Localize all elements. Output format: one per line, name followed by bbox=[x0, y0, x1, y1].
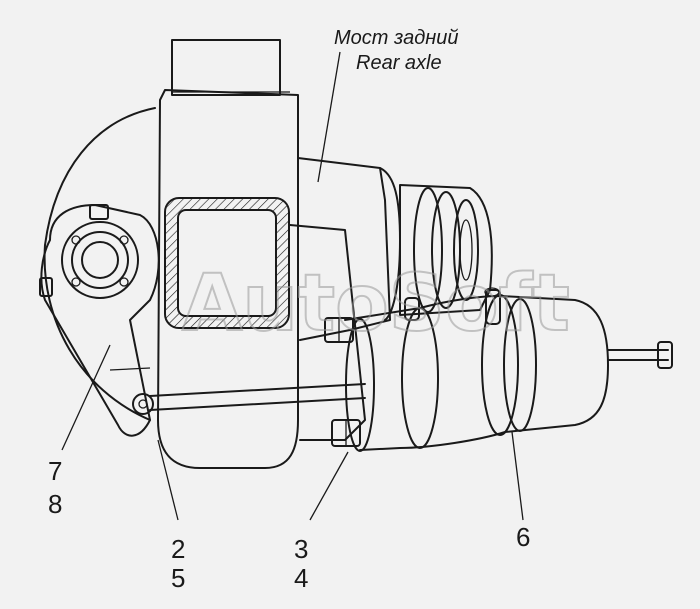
axle-housing bbox=[297, 157, 391, 341]
axle-beam-top bbox=[171, 39, 281, 96]
callout-3: 3 bbox=[294, 534, 308, 564]
callout-7: 7 bbox=[48, 456, 62, 486]
axle-label-ru: Мост задний bbox=[334, 27, 459, 49]
slack-adjuster bbox=[39, 204, 160, 437]
connecting-rod bbox=[132, 383, 366, 415]
callout-8: 8 bbox=[48, 489, 62, 519]
axle-beam bbox=[157, 89, 299, 469]
brake-chamber bbox=[344, 287, 609, 452]
callout-4: 4 bbox=[294, 563, 308, 593]
leader-axle bbox=[317, 51, 341, 183]
callout-6: 6 bbox=[516, 522, 530, 552]
mounting-bracket bbox=[289, 224, 366, 441]
watermark: AutoSoft bbox=[182, 259, 570, 349]
bracket-bolt-upper bbox=[324, 317, 354, 343]
callout-2: 2 bbox=[171, 534, 185, 564]
axle-flange bbox=[399, 184, 493, 316]
leader-7-8 bbox=[61, 344, 111, 451]
leader-2-5 bbox=[157, 439, 179, 521]
bracket-bolt-lower bbox=[331, 419, 361, 447]
leader-3-4 bbox=[309, 451, 349, 521]
leader-6 bbox=[511, 431, 524, 521]
brake-shield-arc bbox=[43, 107, 156, 421]
axle-label-en: Rear axle bbox=[356, 52, 442, 74]
callout-5: 5 bbox=[171, 563, 185, 593]
chamber-push-rod bbox=[607, 341, 673, 369]
